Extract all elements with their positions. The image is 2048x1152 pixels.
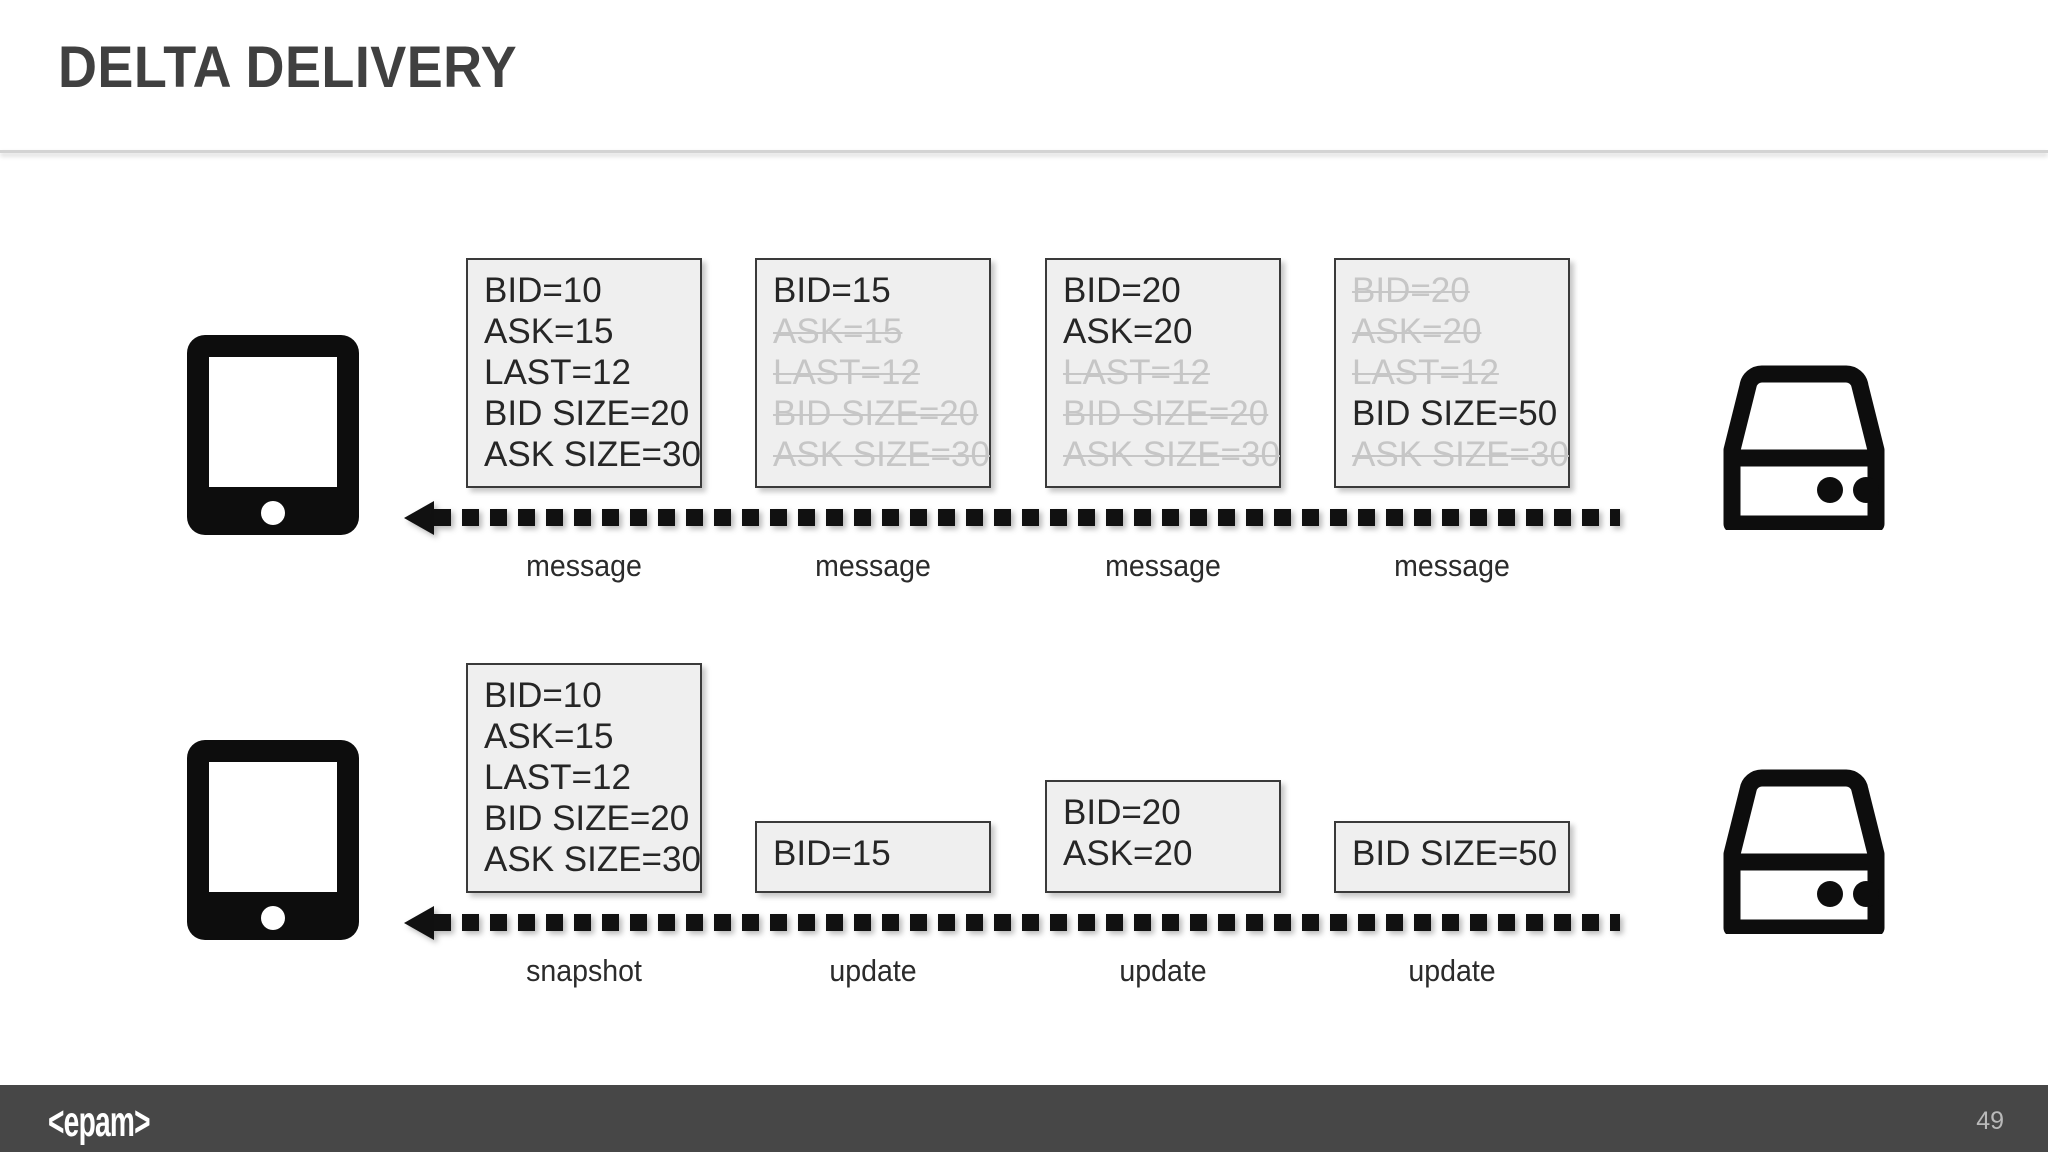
tablet-screen [209, 762, 337, 892]
message-line: BID SIZE=50 [1352, 834, 1558, 873]
message-line: ASK=20 [1063, 834, 1193, 873]
flow-label: message [1105, 548, 1221, 583]
flow-label: update [829, 953, 917, 988]
update-box[interactable]: BID SIZE=50 [1334, 821, 1570, 893]
message-line: BID=20 [1063, 793, 1181, 832]
message-box[interactable]: BID=20 ASK=20 LAST=12 BID SIZE=20 ASK SI… [1045, 258, 1281, 488]
message-line: BID=20 [1352, 271, 1470, 310]
message-line: LAST=12 [1063, 353, 1210, 392]
arrow-dotted-line [434, 509, 1620, 526]
flow-label: update [1119, 953, 1207, 988]
page-number: 49 [1976, 1107, 2004, 1135]
arrow-dotted-line [434, 914, 1620, 931]
tablet-icon [187, 740, 359, 940]
message-line: BID=15 [773, 834, 891, 873]
arrow-head-left-icon [404, 906, 434, 940]
message-box[interactable]: BID=15 ASK=15 LAST=12 BID SIZE=20 ASK SI… [755, 258, 991, 488]
server-icon [1688, 762, 1920, 934]
message-line: ASK=15 [484, 312, 614, 351]
server-icon [1688, 358, 1920, 530]
message-line: BID=10 [484, 271, 602, 310]
tablet-home-button [261, 501, 285, 525]
flow-label: snapshot [526, 953, 642, 988]
delta-flow-arrow [404, 906, 1620, 940]
flow-label: message [526, 548, 642, 583]
update-box[interactable]: BID=15 [755, 821, 991, 893]
message-line: ASK=15 [484, 717, 614, 756]
message-line: BID SIZE=20 [484, 394, 690, 433]
message-line: BID=20 [1063, 271, 1181, 310]
message-line: ASK SIZE=30 [1063, 435, 1280, 474]
delta-delivery-row: BID=10 ASK=15 LAST=12 BID SIZE=20 ASK SI… [0, 663, 2048, 1010]
update-box[interactable]: BID=20 ASK=20 [1045, 780, 1281, 893]
message-line: ASK=20 [1352, 312, 1482, 351]
page-title: DELTA DELIVERY [58, 35, 518, 100]
message-line: ASK=20 [1063, 312, 1193, 351]
message-line: LAST=12 [484, 758, 631, 797]
message-box[interactable]: BID=20 ASK=20 LAST=12 BID SIZE=50 ASK SI… [1334, 258, 1570, 488]
header-divider [0, 150, 2048, 153]
message-line: ASK SIZE=30 [1352, 435, 1569, 474]
flow-label: update [1408, 953, 1496, 988]
message-line: LAST=12 [773, 353, 920, 392]
message-flow-arrow [404, 501, 1620, 535]
message-line: ASK=15 [773, 312, 903, 351]
message-box[interactable]: BID=10 ASK=15 LAST=12 BID SIZE=20 ASK SI… [466, 258, 702, 488]
flow-label: message [815, 548, 931, 583]
arrow-head-left-icon [404, 501, 434, 535]
message-line: BID SIZE=20 [484, 799, 690, 838]
message-line: BID=15 [773, 271, 891, 310]
slide-header: DELTA DELIVERY [0, 0, 2048, 153]
message-delivery-row: BID=10 ASK=15 LAST=12 BID SIZE=20 ASK SI… [0, 258, 2048, 590]
message-line: BID SIZE=50 [1352, 394, 1558, 433]
message-line: ASK SIZE=30 [773, 435, 990, 474]
tablet-screen [209, 357, 337, 487]
epam-logo: <epam> [48, 1099, 151, 1147]
slide-footer: <epam> 49 [0, 1085, 2048, 1152]
snapshot-box[interactable]: BID=10 ASK=15 LAST=12 BID SIZE=20 ASK SI… [466, 663, 702, 893]
message-line: ASK SIZE=30 [484, 840, 701, 879]
message-line: LAST=12 [484, 353, 631, 392]
tablet-icon [187, 335, 359, 535]
message-line: BID=10 [484, 676, 602, 715]
message-line: BID SIZE=20 [1063, 394, 1269, 433]
message-line: LAST=12 [1352, 353, 1499, 392]
message-line: ASK SIZE=30 [484, 435, 701, 474]
message-line: BID SIZE=20 [773, 394, 979, 433]
flow-label: message [1394, 548, 1510, 583]
tablet-home-button [261, 906, 285, 930]
